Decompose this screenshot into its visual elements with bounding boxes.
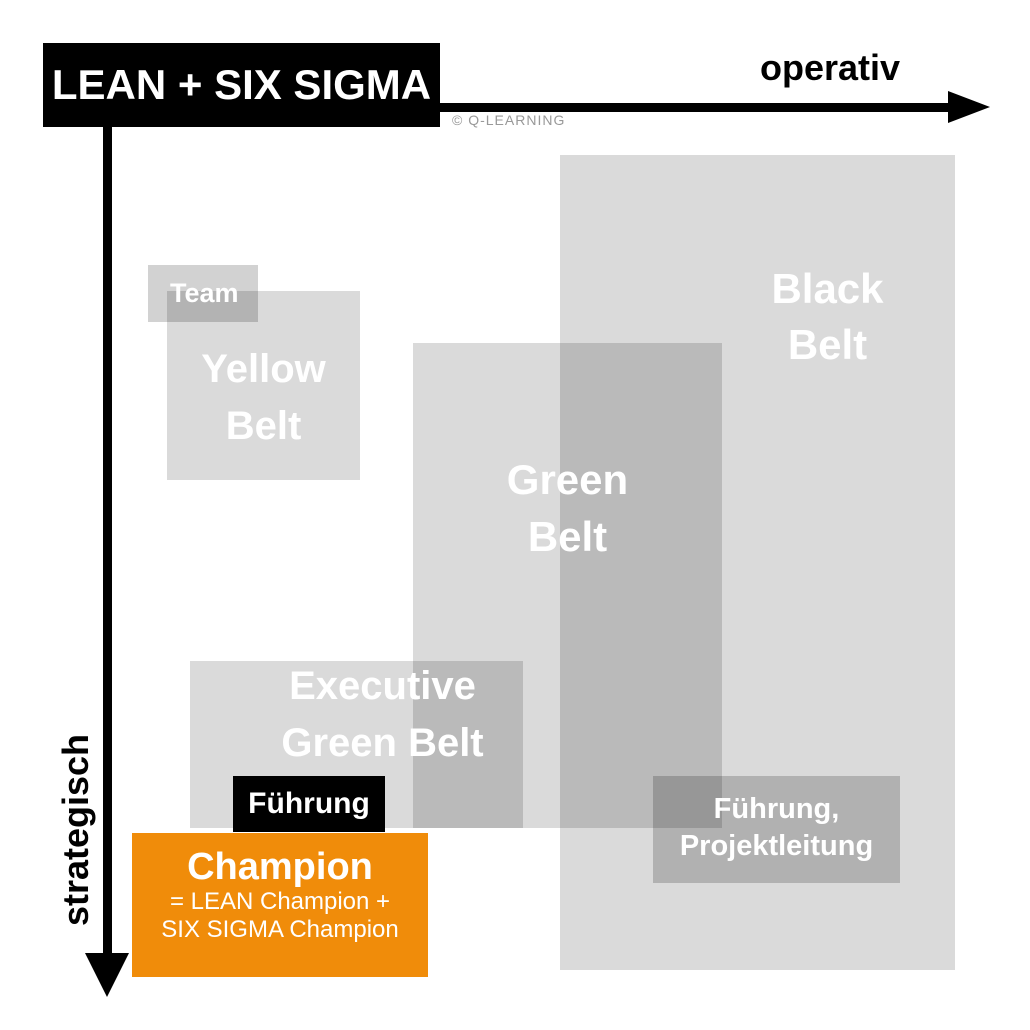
green-belt-box — [413, 343, 722, 828]
champion-box: Champion = LEAN Champion + SIX SIGMA Cha… — [132, 833, 428, 977]
vertical-axis-arrowhead-icon — [85, 953, 129, 997]
vertical-axis-label: strategisch — [55, 733, 96, 927]
executive-green-belt-label-line1: Executive — [289, 664, 476, 708]
team-label: Team — [170, 278, 239, 308]
fuehrung-projektleitung-box — [653, 776, 900, 883]
champion-subtitle-line2: SIX SIGMA Champion — [161, 916, 399, 943]
vertical-axis-line — [103, 127, 112, 955]
fuehrung-projektleitung-label: Führung, Projektleitung — [653, 791, 900, 865]
green-belt-label: Green Belt — [413, 451, 722, 565]
yellow-belt-label-line1: Yellow — [201, 347, 326, 391]
horizontal-axis-label: operativ — [759, 47, 901, 88]
champion-subtitle-line1: = LEAN Champion + — [169, 888, 391, 915]
copyright-note: © Q-LEARNING — [452, 112, 566, 128]
diagram-title: LEAN + SIX SIGMA — [43, 43, 440, 127]
horizontal-axis-arrowhead-icon — [948, 91, 990, 123]
black-belt-label-line1: Black — [771, 265, 884, 312]
green-belt-label-line1: Green — [506, 456, 629, 503]
horizontal-axis-line — [440, 103, 952, 112]
black-belt-label: Black Belt — [700, 261, 955, 373]
fuehrung-projektleitung-label-line1: Führung, — [713, 793, 840, 825]
fuehrung-projektleitung-label-line2: Projektleitung — [679, 830, 874, 862]
green-belt-label-line2: Belt — [527, 513, 608, 560]
black-belt-box — [560, 155, 955, 970]
executive-green-belt-label: Executive Green Belt — [240, 658, 525, 772]
team-box — [148, 265, 258, 322]
yellow-belt-label: Yellow Belt — [167, 341, 360, 455]
fuehrung-box: Führung — [233, 776, 385, 832]
champion-title: Champion — [187, 846, 373, 888]
yellow-belt-label-line2: Belt — [225, 404, 302, 448]
yellow-belt-box — [167, 291, 360, 480]
black-belt-label-line2: Belt — [787, 321, 868, 368]
executive-green-belt-label-line2: Green Belt — [281, 721, 484, 765]
